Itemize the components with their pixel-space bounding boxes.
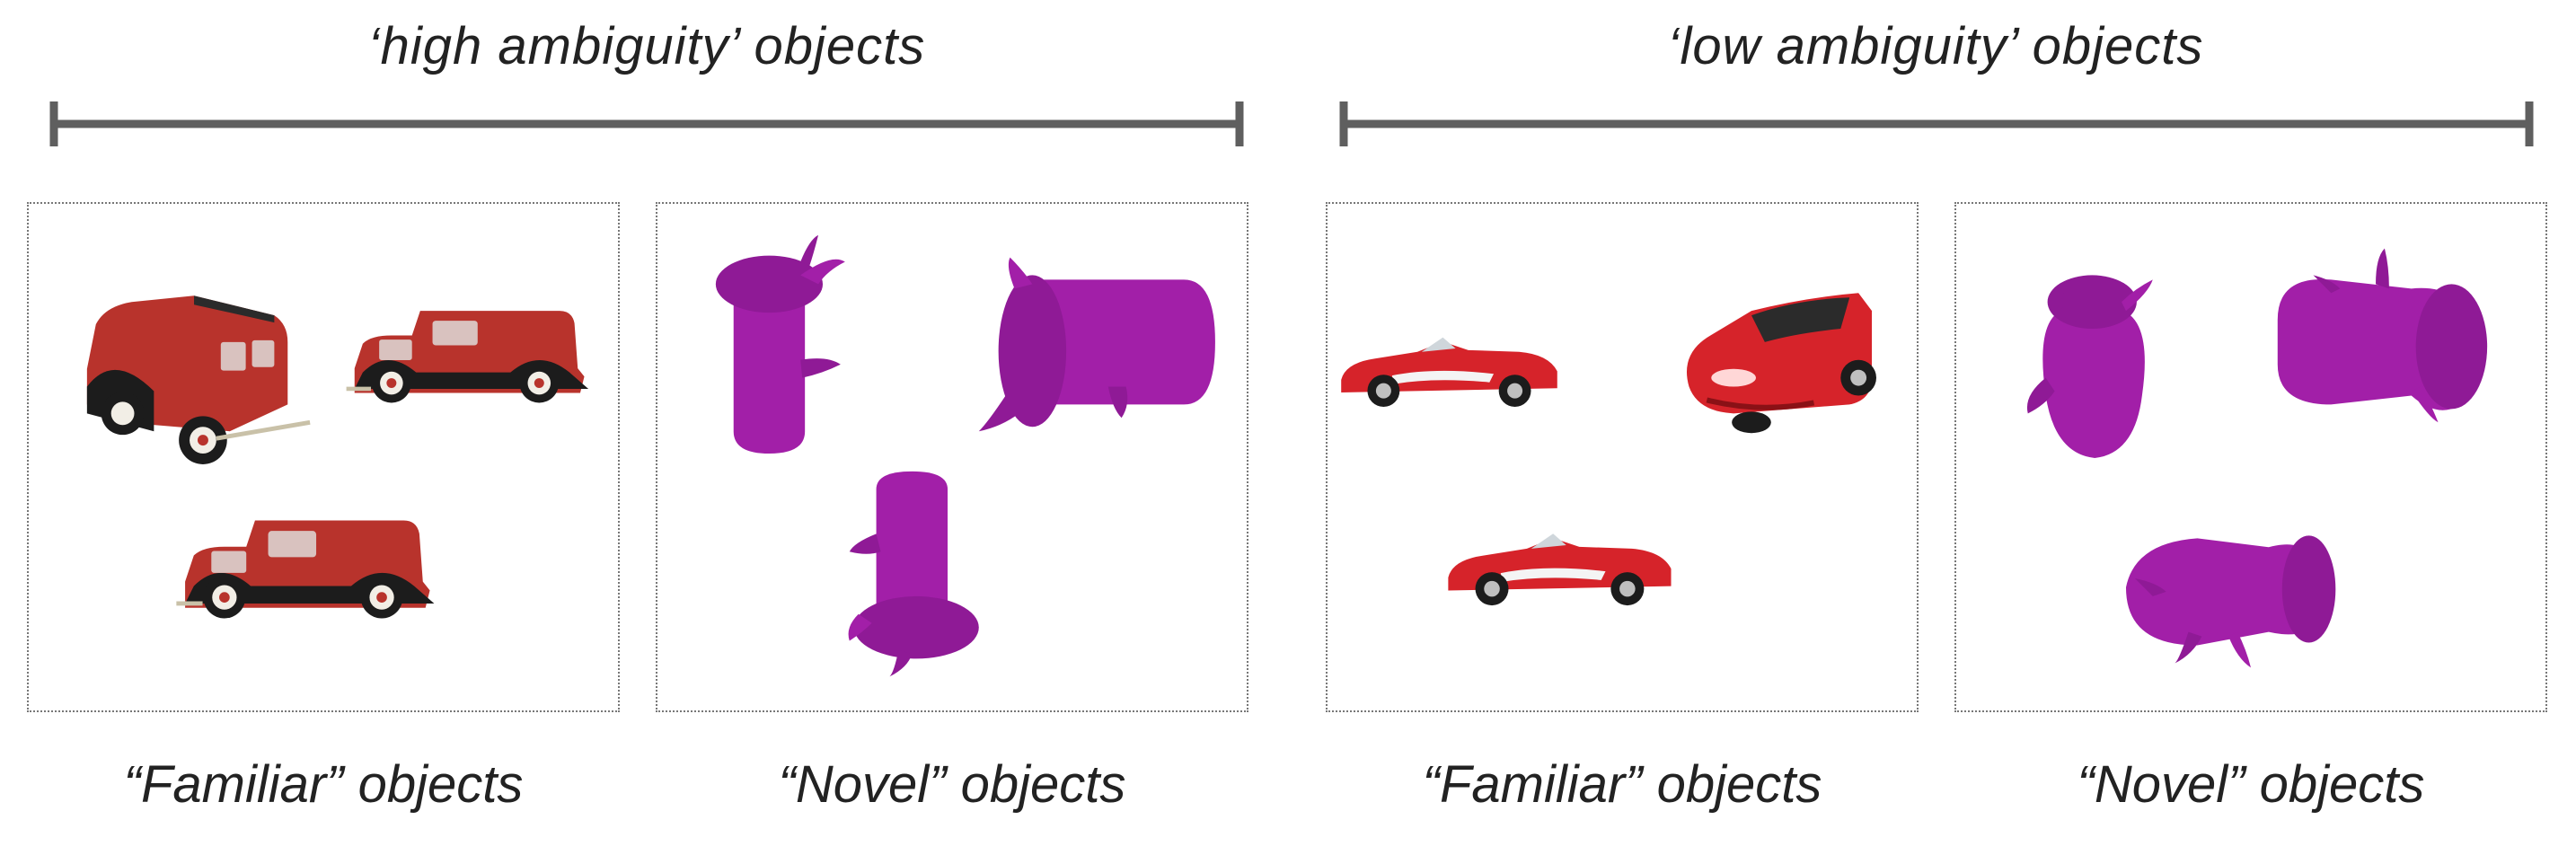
range-bar-low-ambiguity xyxy=(1339,101,2534,146)
novel-shape-icon xyxy=(848,471,979,677)
range-bar-high-ambiguity xyxy=(49,101,1244,146)
van-icon xyxy=(86,295,311,464)
group-title-low-ambiguity: ‘low ambiguity’ objects xyxy=(1667,17,2204,75)
panel-label-low-novel: “Novel” objects xyxy=(2077,755,2425,814)
panel-high-novel xyxy=(656,202,1248,712)
sports-car-icon xyxy=(1448,533,1672,606)
panel-label-low-familiar: “Familiar” objects xyxy=(1422,755,1822,814)
panel-low-familiar xyxy=(1326,202,1919,712)
group-title-high-ambiguity: ‘high ambiguity’ objects xyxy=(367,17,926,75)
panel-low-novel xyxy=(1954,202,2547,712)
novel-shape-icon xyxy=(2125,535,2336,668)
panel-high-familiar xyxy=(27,202,620,712)
novel-shapes-illustration xyxy=(2026,248,2488,668)
sports-car-icon xyxy=(1686,293,1876,434)
novel-shape-icon xyxy=(715,234,845,454)
van-icon xyxy=(347,311,588,402)
panel-label-high-novel: “Novel” objects xyxy=(778,755,1126,814)
novel-shapes-illustration xyxy=(715,234,1215,677)
sports-cars-illustration xyxy=(1341,293,1876,606)
novel-shape-icon xyxy=(2277,248,2488,423)
van-icon xyxy=(176,521,434,619)
panel-label-high-familiar: “Familiar” objects xyxy=(123,755,524,814)
novel-shape-icon xyxy=(2026,275,2153,458)
vintage-vans-illustration xyxy=(86,295,618,710)
novel-shape-icon xyxy=(978,257,1215,432)
sports-car-icon xyxy=(1341,337,1557,408)
